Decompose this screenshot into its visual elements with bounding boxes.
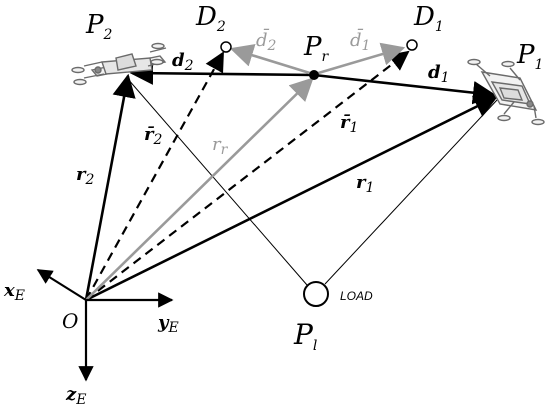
load-circle (303, 281, 329, 307)
label-d1: D1 (413, 2, 444, 35)
drone-p2-icon (71, 42, 167, 86)
label-pl: Pl (293, 318, 317, 354)
label-axis-x: xE (3, 280, 25, 304)
vector-r2 (84, 73, 136, 301)
label-d1bar-vector: d̄1 (350, 27, 370, 54)
vector-d2bar (229, 44, 314, 76)
cable-line-p2 (126, 77, 308, 286)
vector-r1bar (85, 50, 410, 301)
point-d2 (220, 41, 232, 53)
label-axis-y: yE (157, 312, 179, 336)
vector-rr (85, 77, 314, 301)
label-axis-z: zE (65, 384, 86, 408)
label-load: LOAD (340, 289, 373, 303)
label-p1: P1 (516, 40, 543, 73)
label-d2-vector: d2 (172, 50, 194, 74)
vector-r1 (85, 95, 499, 302)
axis-x (36, 269, 87, 301)
drone-p1-icon (467, 58, 545, 126)
point-pr (309, 70, 319, 80)
label-pr: Pr (303, 32, 330, 65)
vector-r2bar (85, 51, 224, 301)
label-r1-vector: r1 (356, 172, 374, 196)
label-r1bar-vector: r̄1 (340, 112, 358, 136)
label-p2: P2 (85, 10, 113, 43)
cable-line-p1 (324, 99, 498, 285)
vector-d1bar (314, 42, 406, 76)
vector-d1 (313, 73, 497, 105)
label-r2bar-vector: r̄2 (144, 124, 162, 148)
vector-d2 (129, 61, 315, 85)
label-rr-vector: rr (212, 134, 229, 158)
label-d2bar-vector: d̄2 (256, 27, 277, 54)
label-origin: O (62, 309, 78, 333)
label-d2: D2 (195, 2, 226, 35)
label-d1-vector: d1 (428, 62, 450, 86)
point-d1 (406, 39, 418, 51)
label-r2-vector: r2 (76, 164, 94, 188)
